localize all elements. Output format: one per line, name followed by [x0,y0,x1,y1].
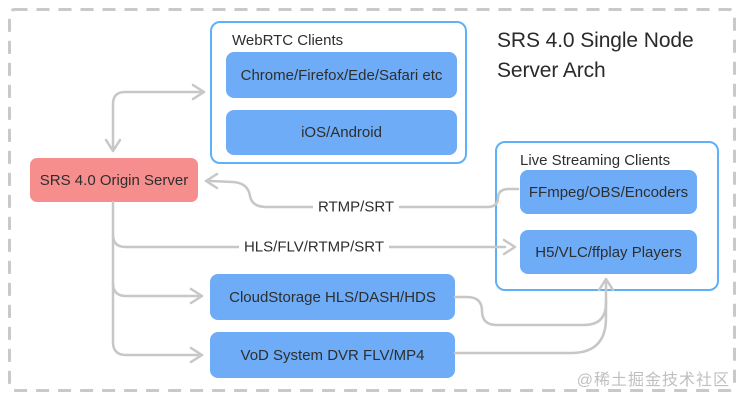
edge-label-hls: HLS/FLV/RTMP/SRT [238,238,390,256]
node-cloud-storage: CloudStorage HLS/DASH/HDS [210,274,455,320]
arrow-origin-trunk-vod [111,200,200,357]
arrow-origin-players-left [111,233,245,249]
arrow-vod-players [453,298,608,355]
live-streaming-clients-group: Live Streaming Clients FFmpeg/OBS/Encode… [495,141,719,291]
diagram-title-line2: Server Arch [497,59,606,82]
edge-label-rtmp: RTMP/SRT [312,198,400,216]
watermark-text: @稀土掘金技术社区 [576,372,730,389]
arrow-encoders-origin-left [208,179,321,209]
arrowhead-down-origin [104,138,122,153]
node-vod-system: VoD System DVR FLV/MP4 [210,332,455,378]
arrow-branch-cloud [111,281,200,298]
node-webrtc-browsers: Chrome/Firefox/Ede/Safari etc [226,52,457,98]
webrtc-clients-group-title: WebRTC Clients [232,32,344,49]
arrowhead-right-webrtc [191,83,206,101]
live-streaming-group-title: Live Streaming Clients [520,152,671,169]
webrtc-clients-group: WebRTC Clients Chrome/Firefox/Ede/Safari… [210,21,467,164]
arrow-origin-webrtc [111,90,202,151]
node-ffmpeg-encoders: FFmpeg/OBS/Encoders [520,170,697,214]
diagram-title-line1: SRS 4.0 Single Node [497,29,694,52]
node-ios-android: iOS/Android [226,110,457,155]
node-origin-server: SRS 4.0 Origin Server [30,158,198,202]
arrowhead-right-vod [189,346,204,364]
arrowhead-left-origin [204,172,219,190]
diagram-title: SRS 4.0 Single Node Server Arch [497,26,694,86]
arrowhead-right-cloud [189,287,204,305]
node-h5-players: H5/VLC/ffplay Players [520,230,697,274]
